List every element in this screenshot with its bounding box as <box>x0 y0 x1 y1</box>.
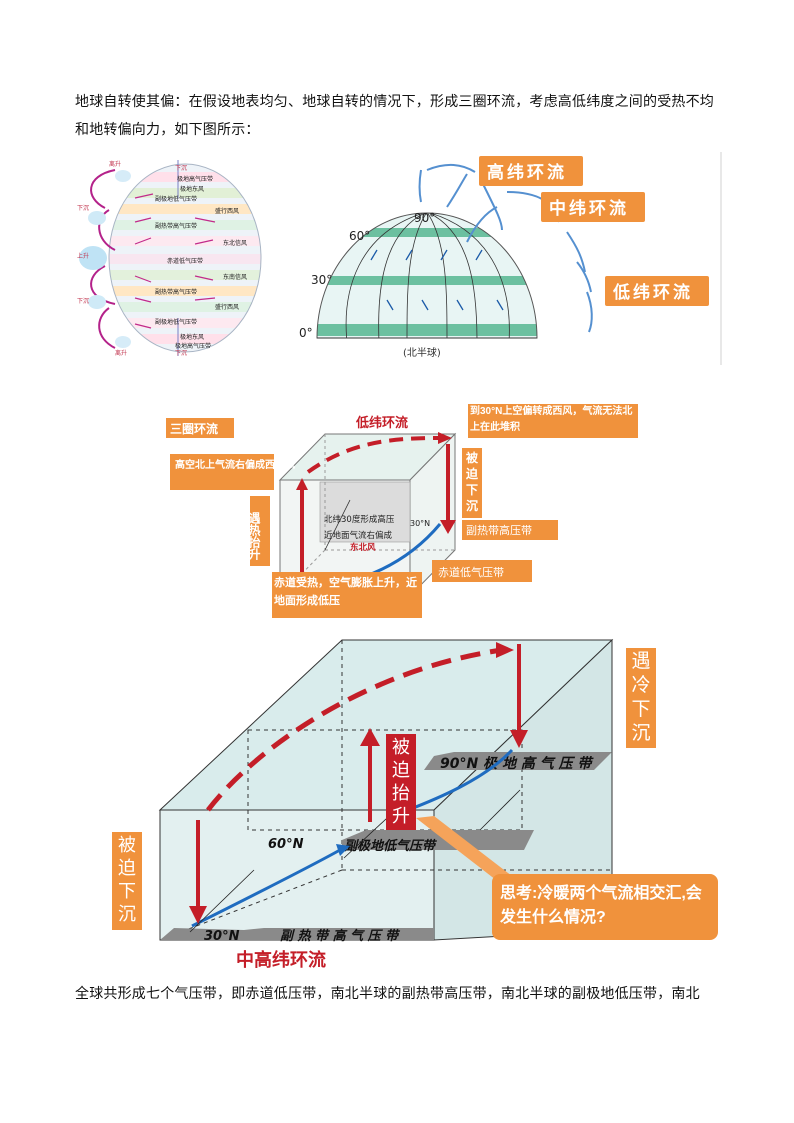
upper-flow-label: 高空北上气流右偏成西南风 <box>175 458 295 471</box>
figure2-caption: (北半球) <box>403 346 441 359</box>
side-label-4: 下沉 <box>77 297 89 305</box>
bottom-paragraph: 全球共形成七个气压带，即赤道低压带，南北半球的副热带高压带，南北半球的副极地低压… <box>75 986 700 1002</box>
lat-30: 30° <box>311 273 332 287</box>
band-13: 极地高气压带 <box>175 342 211 350</box>
figure3-cell-label: 低纬环流 <box>355 415 408 431</box>
forced-sink-label: 被迫下沉 <box>118 835 136 924</box>
note-30n: 到30°N上空偏转成西风，气流无法北上在此堆积 <box>470 406 633 433</box>
equatorial-low-label: 赤道低气压带 <box>438 565 504 579</box>
figure3-title: 三圈环流 <box>170 421 218 436</box>
band-1: 极地高气压带 <box>177 175 213 183</box>
side-label-6: 离升 <box>115 349 127 357</box>
band-60-label: 副极地低气压带 <box>344 838 438 854</box>
high-cell-label: 高纬环流 <box>487 162 567 183</box>
figure-pressure-belts: 极地高气压带 极地东风 副极地低气压带 盛行西风 副热带高气压带 东北信风 赤道… <box>75 158 265 358</box>
band-10: 盛行西风 <box>215 303 239 311</box>
subtropical-high-label: 副热带高压带 <box>466 523 532 537</box>
side-label-1: 离升 <box>109 160 121 168</box>
band-12: 极地东风 <box>180 333 204 341</box>
side-label-3: 上升 <box>77 252 89 260</box>
band-11: 副极地低气压带 <box>155 318 197 326</box>
band-60-lat: 60°N <box>268 837 304 852</box>
band-30-label: 副 热 带 高 气 压 带 <box>280 928 401 944</box>
band-3: 副极地低气压带 <box>155 195 197 203</box>
side-label-7: 下沉 <box>175 349 187 357</box>
mid-cell-label: 中纬环流 <box>549 198 629 219</box>
band-4: 盛行西风 <box>215 207 239 215</box>
ne-wind-label: 东北风 <box>350 542 376 553</box>
rising-label: 遇热抬升 <box>247 512 261 561</box>
band-6: 东北信风 <box>223 239 247 247</box>
figure-low-latitude-box: 三圈环流 低纬环流 高空北上气流右偏成西南风 遇热抬升 到30°N上空偏转成西风… <box>160 400 640 620</box>
question-box: 思考:冷暖两个气流相交汇,会发生什么情况? <box>500 885 702 926</box>
surface-flow-label: 近地面气流右偏成 <box>324 530 393 541</box>
band-2: 极地东风 <box>180 185 204 193</box>
cold-sink-label: 遇冷下沉 <box>631 651 651 744</box>
side-label-5: 下沉 <box>175 164 187 172</box>
band-90-label: 90°N 极 地 高 气 压 带 <box>440 755 594 772</box>
low-cell-label: 低纬环流 <box>612 282 693 303</box>
band-30-lat: 30°N <box>204 929 240 944</box>
lat-0: 0° <box>299 326 313 340</box>
figure-three-cells: 90° 60° 30° 0° (北半球) 高纬环流 中纬环流 低纬环流 <box>297 152 722 365</box>
lat-60: 60° <box>349 229 370 243</box>
upper-flow-text: 高空北上气流右偏成西南风 <box>175 458 295 471</box>
forced-sink-box3: 被迫下沉 <box>465 451 478 513</box>
lat-30n-label: 30°N <box>410 519 430 528</box>
equator-heating-label: 赤道受热，空气膨胀上升，近地面形成低压 <box>274 577 417 607</box>
figure4-caption: 中高纬环流 <box>236 949 326 970</box>
rising-text: 遇热抬升 <box>247 512 261 561</box>
figure-mid-high-box: 90°N 极 地 高 气 压 带 60°N 副极地低气压带 30°N 副 热 带… <box>104 630 724 970</box>
forced-lift-label: 被迫抬升 <box>392 737 410 826</box>
high-30-label: 北纬30度形成高压 <box>324 514 395 525</box>
intro-paragraph: 地球自转使其偏：在假设地表均匀、地球自转的情况下，形成三圈环流，考虑高低纬度之间… <box>75 94 714 138</box>
lat-90: 90° <box>414 211 435 225</box>
band-5: 副热带高气压带 <box>155 222 197 230</box>
side-label-2: 下沉 <box>77 204 89 212</box>
band-8: 东南信风 <box>223 273 247 281</box>
band-7: 赤道低气压带 <box>167 257 203 265</box>
band-9: 副热带高气压带 <box>155 288 197 296</box>
